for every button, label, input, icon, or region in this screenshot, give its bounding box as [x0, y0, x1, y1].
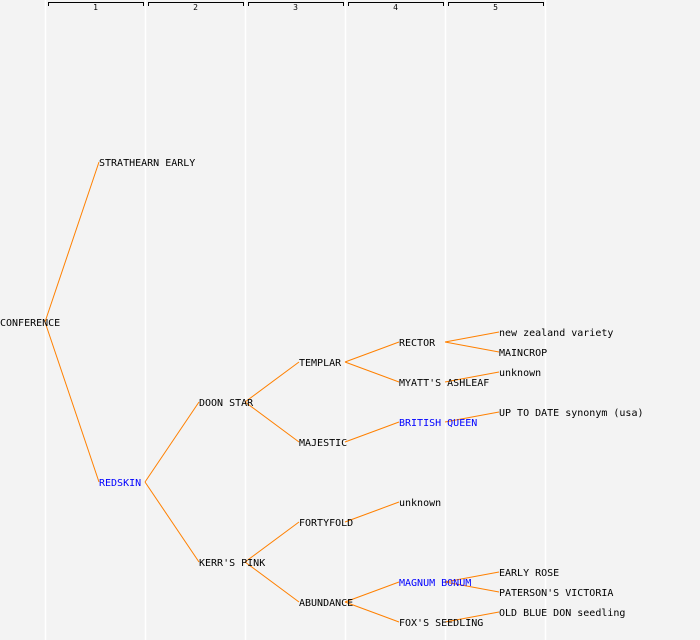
pedigree-node[interactable]: UP TO DATE synonym (usa) [499, 408, 644, 419]
pedigree-node[interactable]: unknown [499, 368, 541, 379]
pedigree-edge [44, 161, 100, 323]
pedigree-edge [244, 561, 300, 603]
generation-bracket [148, 2, 244, 6]
pedigree-node[interactable]: PATERSON'S VICTORIA [499, 588, 613, 599]
pedigree-node[interactable]: MAGNUM BONUM [399, 578, 471, 589]
pedigree-node[interactable]: FORTYFOLD [299, 518, 353, 529]
generation-columns: 1 2 3 4 5 [44, 0, 547, 640]
pedigree-edge [344, 341, 400, 363]
pedigree-node[interactable]: BRITISH QUEEN [399, 418, 477, 429]
pedigree-node[interactable]: MYATT'S ASHLEAF [399, 378, 489, 389]
pedigree-edge [444, 411, 500, 423]
generation-label: 4 [393, 3, 398, 12]
pedigree-node[interactable]: DOON STAR [199, 398, 254, 409]
pedigree-edge [244, 401, 300, 443]
generation-bracket [248, 2, 344, 6]
pedigree-node[interactable]: CONFERENCE [0, 318, 60, 329]
pedigree-edge [344, 601, 400, 623]
pedigree-edge [444, 331, 500, 343]
pedigree-node[interactable]: MAJESTIC [299, 438, 347, 449]
pedigree-node[interactable]: new zealand variety [499, 328, 613, 339]
pedigree-node[interactable]: KERR'S PINK [199, 558, 265, 569]
pedigree-edge [344, 421, 400, 443]
generation-label: 2 [193, 3, 198, 12]
pedigree-edge [44, 321, 100, 483]
pedigree-node[interactable]: TEMPLAR [299, 358, 342, 369]
generation-bracket [448, 2, 544, 6]
pedigree-nodes: CONFERENCE STRATHEARN EARLY REDSKIN DOON ST… [0, 158, 644, 629]
pedigree-edge [344, 581, 400, 603]
pedigree-node[interactable]: unknown [399, 498, 441, 509]
pedigree-node[interactable]: FOX'S SEEDLING [399, 618, 483, 629]
pedigree-edge [444, 571, 500, 583]
generation-bracket [348, 2, 444, 6]
pedigree-edges [44, 161, 500, 623]
pedigree-edge [444, 581, 500, 593]
pedigree-node[interactable]: ABUNDANCE [299, 598, 353, 609]
pedigree-node[interactable]: MAINCROP [499, 348, 547, 359]
generation-label: 1 [93, 3, 98, 12]
generation-bracket [48, 2, 144, 6]
pedigree-edge [144, 481, 200, 563]
pedigree-edge [444, 371, 500, 383]
pedigree-node[interactable]: REDSKIN [99, 478, 141, 489]
pedigree-edge [244, 521, 300, 563]
pedigree-edge [344, 361, 400, 383]
generation-label: 3 [293, 3, 298, 12]
pedigree-edge [444, 611, 500, 623]
pedigree-edge [244, 361, 300, 403]
pedigree-node[interactable]: EARLY ROSE [499, 568, 559, 579]
generation-label: 5 [493, 3, 498, 12]
pedigree-node[interactable]: STRATHEARN EARLY [99, 158, 195, 169]
pedigree-node[interactable]: RECTOR [399, 338, 436, 349]
pedigree-edge [344, 501, 400, 523]
pedigree-edge [144, 401, 200, 483]
pedigree-edge [444, 341, 500, 353]
pedigree-node[interactable]: OLD BLUE DON seedling [499, 608, 625, 619]
